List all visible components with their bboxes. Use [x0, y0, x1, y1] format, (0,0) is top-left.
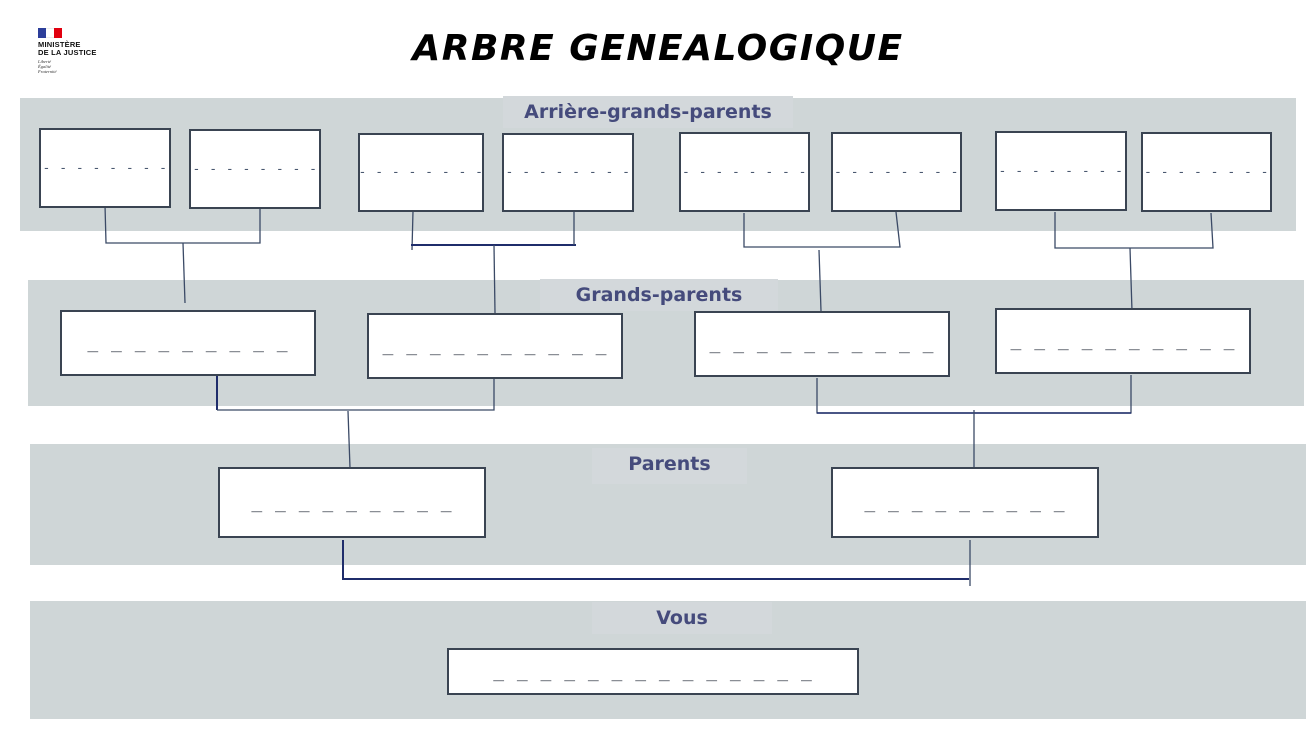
box-grandparent-4[interactable]: _ _ _ _ _ _ _ _ _ _ [995, 308, 1251, 374]
logo-motto-liberte: Liberté [38, 59, 51, 64]
blank-line: _ _ _ _ _ _ _ _ _ [864, 491, 1066, 513]
blank-line: _ _ _ _ _ _ _ _ _ [87, 332, 289, 353]
logo-motto-fraternite: Fraternité [38, 69, 57, 74]
box-great-grandparent-6[interactable]: - - - - - - - - [831, 132, 962, 212]
label-great-grandparents: Arrière-grands-parents [503, 96, 793, 128]
box-great-grandparent-5[interactable]: - - - - - - - - [679, 132, 810, 212]
logo-motto-egalite: Égalité [38, 64, 51, 69]
blank-line: - - - - - - - - [505, 165, 631, 180]
blank-line: - - - - - - - - [682, 164, 807, 180]
blank-line: _ _ _ _ _ _ _ _ _ _ _ _ _ _ [493, 660, 813, 682]
box-great-grandparent-7[interactable]: - - - - - - - - [995, 131, 1127, 211]
ministry-logo: MINISTÈRE DE LA JUSTICE Liberté Égalité … [38, 28, 118, 80]
box-grandparent-2[interactable]: _ _ _ _ _ _ _ _ _ _ [367, 313, 623, 379]
blank-line: _ _ _ _ _ _ _ _ _ _ [709, 333, 935, 354]
box-you[interactable]: _ _ _ _ _ _ _ _ _ _ _ _ _ _ [447, 648, 859, 695]
blank-line: _ _ _ _ _ _ _ _ _ [251, 491, 453, 513]
blank-line: - - - - - - - - [192, 161, 318, 177]
label-parents: Parents [592, 448, 747, 484]
box-grandparent-3[interactable]: _ _ _ _ _ _ _ _ _ _ [694, 311, 950, 377]
logo-line-2: DE LA JUSTICE [38, 48, 97, 57]
page-title: ARBRE GENEALOGIQUE [412, 28, 904, 69]
box-great-grandparent-2[interactable]: - - - - - - - - [189, 129, 321, 209]
label-grandparents: Grands-parents [540, 279, 778, 311]
blank-line: - - - - - - - - [1144, 164, 1269, 180]
blank-line: - - - - - - - - [998, 163, 1124, 179]
label-you: Vous [592, 602, 772, 634]
box-parent-2[interactable]: _ _ _ _ _ _ _ _ _ [831, 467, 1099, 538]
french-flag-icon [38, 28, 62, 38]
box-great-grandparent-1[interactable]: - - - - - - - - [39, 128, 171, 208]
blank-line: _ _ _ _ _ _ _ _ _ _ [1010, 330, 1236, 351]
box-grandparent-1[interactable]: _ _ _ _ _ _ _ _ _ [60, 310, 316, 376]
blank-line: - - - - - - - - [42, 160, 168, 176]
blank-line: - - - - - - - - [834, 164, 959, 180]
blank-line: _ _ _ _ _ _ _ _ _ _ [382, 335, 608, 356]
blank-line: - - - - - - - - [358, 165, 484, 180]
box-parent-1[interactable]: _ _ _ _ _ _ _ _ _ [218, 467, 486, 538]
box-great-grandparent-4[interactable]: - - - - - - - - [502, 133, 634, 212]
logo-line-1: MINISTÈRE [38, 40, 81, 49]
box-great-grandparent-3[interactable]: - - - - - - - - [358, 133, 484, 212]
box-great-grandparent-8[interactable]: - - - - - - - - [1141, 132, 1272, 212]
